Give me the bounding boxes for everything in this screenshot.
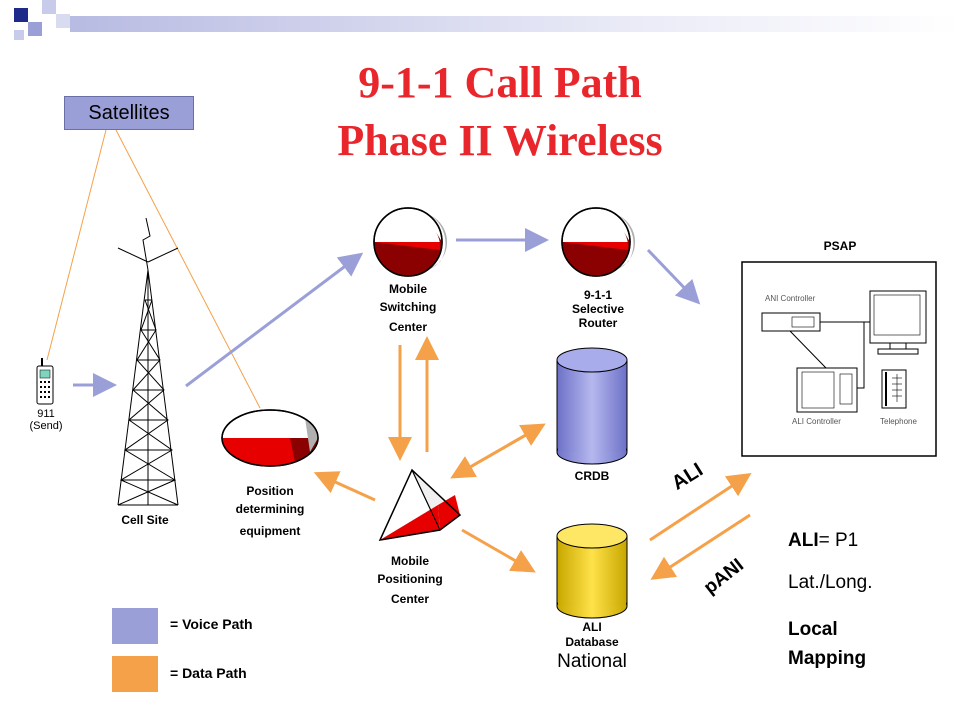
pde-label-line2: determining — [235, 502, 305, 516]
telephone-label: Telephone — [880, 417, 917, 426]
data-arrow-mpc-to-ali — [461, 528, 536, 573]
voice-arrow-router-to-psap — [646, 248, 701, 305]
msc-label: Mobile Switching Center — [358, 280, 458, 336]
pde-label: Position determining equipment — [220, 482, 320, 540]
psap-box — [741, 261, 937, 457]
crdb-cylinder — [556, 347, 628, 465]
cell-tower — [117, 217, 179, 506]
pde-label-line3: equipment — [239, 524, 301, 538]
satellites-box: Satellites — [64, 96, 194, 130]
info-local-mapping: Local Mapping — [788, 615, 866, 673]
mpc-label-line1: Mobile — [391, 554, 429, 568]
title-line-2: Phase II Wireless — [337, 116, 663, 165]
info-latlong: Lat./Long. — [788, 572, 873, 593]
info-ali-suffix: = P1 — [818, 530, 859, 551]
title-line-1: 9-1-1 Call Path — [358, 58, 642, 107]
cell-site-label: Cell Site — [121, 513, 169, 527]
ali-database-label: ALI Database National — [536, 620, 648, 674]
info-ali-prefix: ALI — [788, 530, 819, 551]
mpc-label-line2: Positioning — [377, 572, 443, 586]
ali-db-label-line1: ALI — [582, 620, 602, 634]
router-label-line3: Router — [578, 316, 618, 330]
phone-label: 911 (Send) — [14, 408, 78, 432]
legend-voice-swatch — [112, 608, 158, 644]
info-mapping: Mapping — [788, 648, 867, 669]
data-arrow-psap-to-ali — [650, 513, 751, 580]
pde-label-line1: Position — [246, 484, 294, 498]
data-arrow-ali-to-psap — [649, 473, 752, 542]
ani-controller-label: ANI Controller — [765, 294, 816, 303]
ali-cylinder — [556, 523, 628, 619]
mpc-label: Mobile Positioning Center — [360, 552, 460, 608]
msc-label-line3: Center — [388, 320, 427, 334]
legend-data-label: = Data Path — [170, 665, 247, 681]
router-icon — [561, 207, 636, 277]
msc-label-line2: Switching — [379, 300, 437, 314]
satellite-link-phone — [46, 129, 107, 361]
phone-label-line1: 911 — [37, 408, 55, 420]
data-arrow-mpc-to-pde — [313, 471, 376, 502]
mpc-icon — [378, 468, 462, 541]
voice-arrow-tower-to-msc — [185, 252, 364, 388]
pde-icon — [221, 409, 319, 467]
router-label-line1: 9-1-1 — [583, 288, 612, 302]
mpc-label-line3: Center — [390, 592, 429, 606]
legend-data-swatch — [112, 656, 158, 692]
crdb-label: CRDB — [574, 469, 610, 483]
cell-phone — [36, 358, 54, 405]
ali-controller-label: ALI Controller — [792, 417, 841, 426]
phone-label-line2: (Send) — [29, 420, 63, 432]
legend-voice-label: = Voice Path — [170, 616, 253, 632]
router-label-line2: Selective — [571, 302, 625, 316]
info-local: Local — [788, 619, 838, 640]
data-arrow-crdb-mpc — [450, 426, 539, 479]
ali-db-label-national: National — [557, 651, 627, 672]
satellite-link-pde — [115, 129, 261, 409]
msc-icon — [373, 207, 448, 277]
info-ali-line: ALI= P1 — [788, 530, 858, 552]
msc-label-line1: Mobile — [389, 282, 427, 296]
ali-db-label-line2: Database — [565, 635, 619, 649]
router-label: 9-1-1 Selective Router — [548, 288, 648, 330]
corner-decoration — [0, 0, 960, 50]
psap-title: PSAP — [823, 239, 857, 253]
